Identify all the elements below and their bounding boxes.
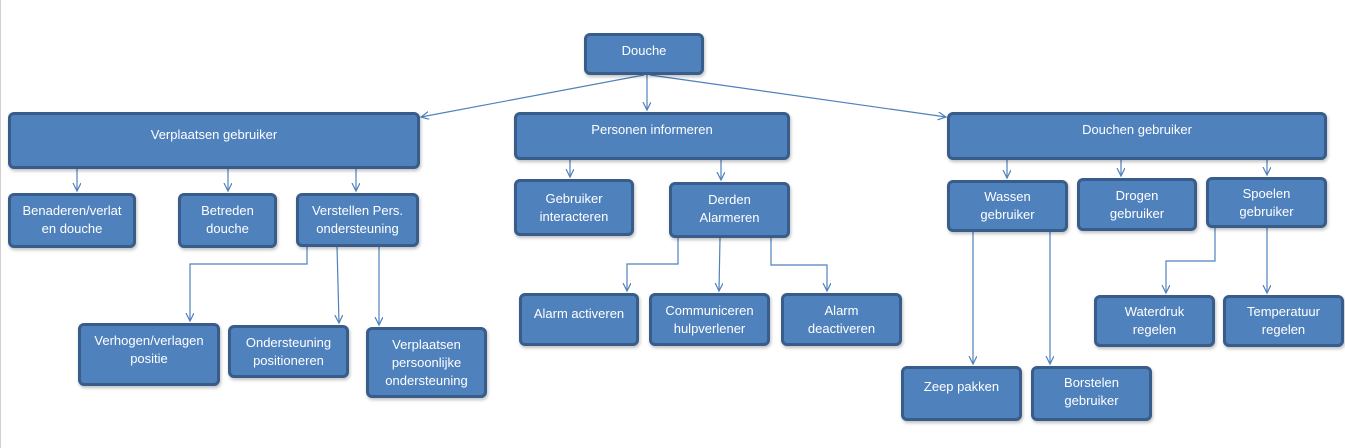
node-derden-alarmeren: Derden Alarmeren [669,182,790,238]
connector-derden-deactiveren [770,238,827,291]
node-benaderen-verlaten-douche-label: Benaderen/verlat en douche [22,203,122,236]
node-ondersteuning-positioneren: Ondersteuning positioneren [228,325,349,378]
node-zeep-pakken: Zeep pakken [901,366,1022,421]
node-douchen-gebruiker: Douchen gebruiker [947,112,1327,160]
connector-verstellen-verhogen [190,246,308,321]
node-verhogen-verlagen-positie: Verhogen/verlagen positie [78,323,220,386]
node-betreden-douche: Betreden douche [178,193,277,248]
node-communiceren-hulpverlener-label: Communiceren hulpverlener [665,303,754,336]
node-wassen-gebruiker-label: Wassen gebruiker [980,189,1035,222]
node-personen-informeren: Personen informeren [514,112,790,160]
node-borstelen-gebruiker-label: Borstelen gebruiker [1064,375,1119,408]
node-spoelen-gebruiker-label: Spoelen gebruiker [1239,186,1294,219]
node-waterdruk-regelen: Waterdruk regelen [1094,295,1215,347]
connector-root-douchen [649,74,946,117]
node-verplaatsen-persoonlijke-ondersteuning-label: Verplaatsen persoonlijke ondersteuning [385,337,468,388]
connector-verstellen-ondersteuning [337,245,339,323]
node-communiceren-hulpverlener: Communiceren hulpverlener [649,293,770,346]
node-gebruiker-interacteren-label: Gebruiker interacteren [539,191,609,224]
node-verplaatsen-gebruiker: Verplaatsen gebruiker [8,112,420,169]
node-alarm-activeren-label: Alarm activeren [533,306,625,321]
connector-derden-communiceren [719,237,720,291]
page-edge [0,0,1,448]
node-drogen-gebruiker: Drogen gebruiker [1077,178,1197,231]
node-wassen-gebruiker: Wassen gebruiker [947,180,1068,232]
node-drogen-gebruiker-label: Drogen gebruiker [1109,188,1165,221]
node-betreden-douche-label: Betreden douche [201,203,254,236]
node-alarm-deactiveren: Alarm deactiveren [781,293,902,346]
node-verplaatsen-persoonlijke-ondersteuning: Verplaatsen persoonlijke ondersteuning [366,327,487,398]
node-temperatuur-regelen: Temperatuur regelen [1223,295,1344,347]
node-verplaatsen-gebruiker-label: Verplaatsen gebruiker [150,127,278,142]
node-waterdruk-regelen-label: Waterdruk regelen [1124,304,1185,337]
connector-spoelen-waterdruk [1166,228,1216,293]
node-zeep-pakken-label: Zeep pakken [923,379,1000,394]
node-verstellen-pers-ondersteuning-label: Verstellen Pers. ondersteuning [311,203,404,236]
node-benaderen-verlaten-douche: Benaderen/verlat en douche [8,193,136,248]
node-alarm-activeren: Alarm activeren [519,293,639,346]
connector-root-verplaatsen [421,74,645,117]
node-douche: Douche [584,33,704,75]
node-borstelen-gebruiker: Borstelen gebruiker [1031,366,1152,421]
node-douchen-gebruiker-label: Douchen gebruiker [1082,122,1192,137]
node-personen-informeren-label: Personen informeren [591,122,713,137]
node-derden-alarmeren-label: Derden Alarmeren [699,192,760,225]
node-ondersteuning-positioneren-label: Ondersteuning positioneren [245,335,332,368]
node-verstellen-pers-ondersteuning: Verstellen Pers. ondersteuning [296,193,419,247]
node-verhogen-verlagen-positie-label: Verhogen/verlagen positie [94,333,204,366]
connector-derden-activeren [627,238,679,291]
node-spoelen-gebruiker: Spoelen gebruiker [1206,177,1327,228]
node-temperatuur-regelen-label: Temperatuur regelen [1247,304,1320,337]
node-douche-label: Douche [621,43,667,58]
node-gebruiker-interacteren: Gebruiker interacteren [514,179,634,236]
node-alarm-deactiveren-label: Alarm deactiveren [807,303,876,336]
